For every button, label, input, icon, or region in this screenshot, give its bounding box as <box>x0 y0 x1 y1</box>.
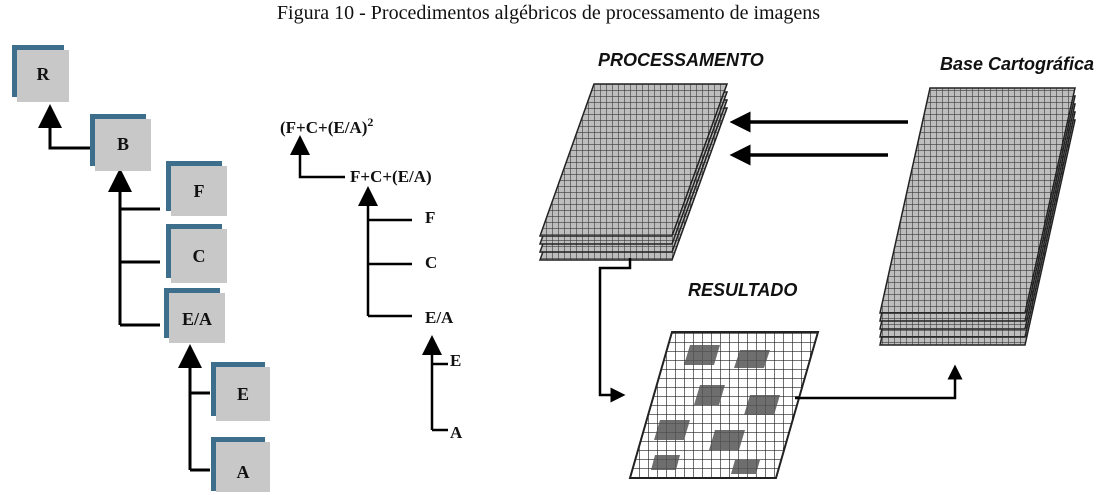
grid-panel: PROCESSAMENTO Base Cartográfica RESULTAD… <box>538 50 1094 479</box>
box-tree-connectors <box>38 104 210 472</box>
box-ea: E/A <box>164 288 225 343</box>
expr-ea: E/A <box>425 308 454 327</box>
figure-caption: Figura 10 - Procedimentos algébricos de … <box>276 2 821 24</box>
base-cartografica-grid-stack <box>879 87 1076 346</box>
expression-tree: (F+C+(E/A)2 F+C+(E/A) F C E/A E A <box>280 115 463 442</box>
box-a-label: A <box>237 462 250 482</box>
box-r-label: R <box>37 64 51 84</box>
expr-c: C <box>425 253 437 272</box>
expr-sum: F+C+(E/A) <box>350 167 432 186</box>
box-ea-label: E/A <box>182 309 212 329</box>
box-a: A <box>211 437 270 492</box>
result-label: RESULTADO <box>688 280 797 300</box>
expression-tree-connectors <box>290 135 448 432</box>
processing-label: PROCESSAMENTO <box>598 50 764 70</box>
box-f-label: F <box>194 181 205 201</box>
box-c: C <box>166 224 227 283</box>
box-e-label: E <box>237 384 249 404</box>
box-b-label: B <box>117 134 129 154</box>
expr-root: (F+C+(E/A)2 <box>280 115 373 137</box>
box-tree: R B F C E/A E <box>12 45 270 492</box>
box-f: F <box>166 161 227 216</box>
box-b: B <box>90 114 151 171</box>
expr-e: E <box>450 351 461 370</box>
expr-a: A <box>450 423 463 442</box>
box-c-label: C <box>193 246 206 266</box>
base-cartografica-label: Base Cartográfica <box>940 54 1094 74</box>
processing-grid-stack <box>538 83 729 261</box>
grid-flow-arrows <box>598 111 963 403</box>
expr-f: F <box>425 208 435 227</box>
box-e: E <box>211 362 270 421</box>
box-r: R <box>12 45 69 102</box>
result-grid <box>628 331 820 479</box>
